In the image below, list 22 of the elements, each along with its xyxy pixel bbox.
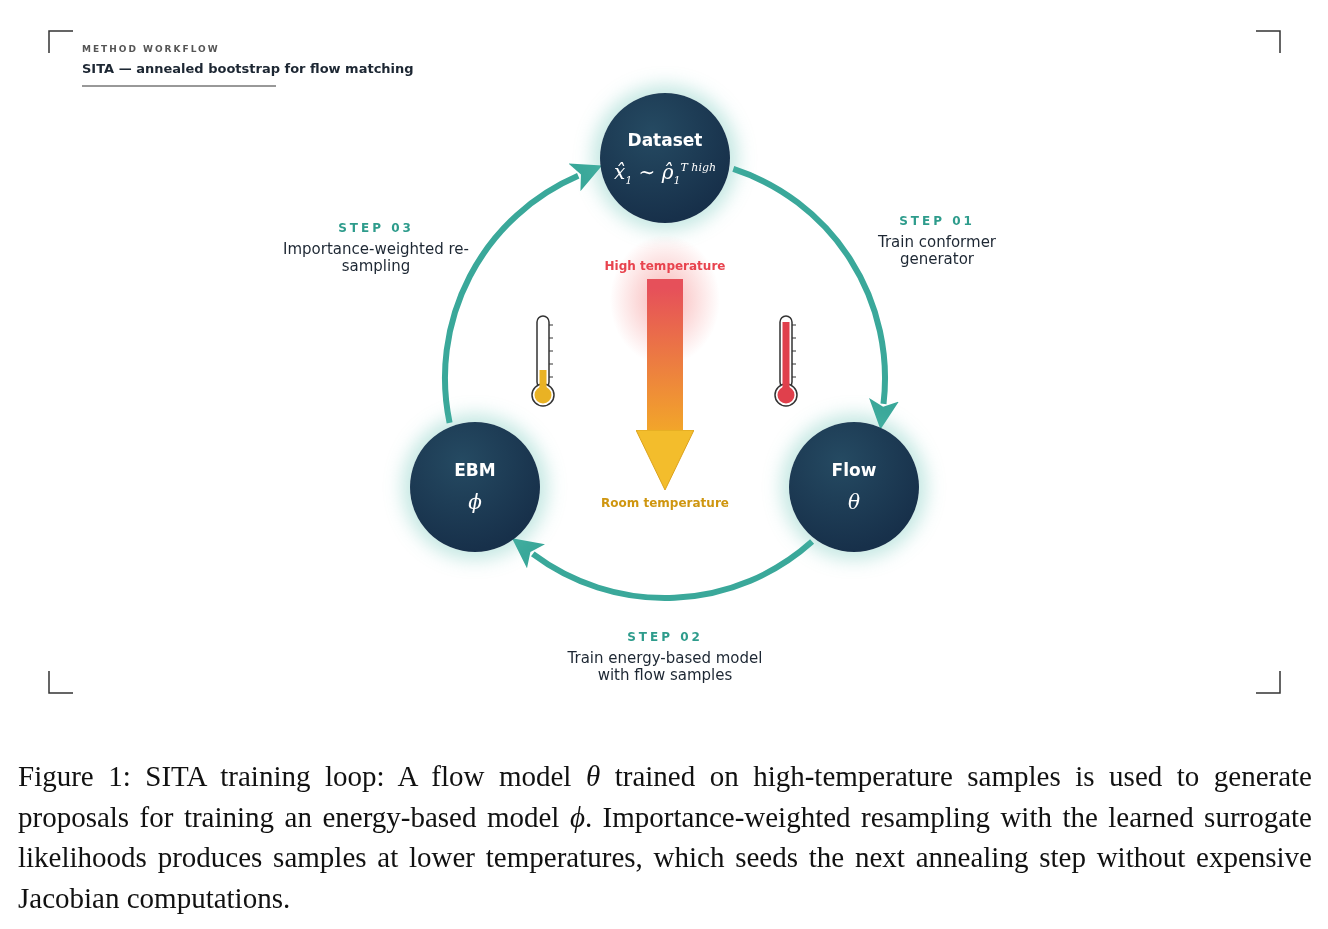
node-circle xyxy=(789,422,919,552)
node-title: Flow xyxy=(831,460,877,480)
step-label: STEP 02 xyxy=(627,630,703,644)
math-label: θ xyxy=(847,490,860,514)
edge-label: Train conformer generator xyxy=(876,234,998,268)
math-label: ϕ xyxy=(468,490,482,514)
step-label: STEP 03 xyxy=(338,221,414,235)
node-circle xyxy=(600,93,730,223)
temperature-label: Room temperature xyxy=(601,496,729,510)
cycle-arrow xyxy=(511,539,814,601)
step-label: STEP 01 xyxy=(899,214,975,228)
temperature-label: High temperature xyxy=(604,259,726,273)
edge-label: Train energy-based model with flow samples xyxy=(566,650,764,684)
cycle-arrow xyxy=(732,166,899,430)
title: SITA — annealed bootstrap for flow matching xyxy=(82,61,414,76)
node-circle xyxy=(410,422,540,552)
node-title: Dataset xyxy=(627,129,703,150)
cycle-arrow xyxy=(442,164,602,424)
kicker-text: METHOD WORKFLOW xyxy=(82,44,220,54)
node-title: EBM xyxy=(454,460,496,480)
caption: Figure 1: SITA training loop: A flow model θ trained on high-temperature samples is used to generate proposals for training an energy-based model ϕ. Importance-weighted resampling with the learned surrogate likelihoods produces samples at lower temperatures, which seeds the next annealing step without expensive Jacobian computations. xyxy=(18,759,1312,916)
edge-label: Importance-weighted re-sampling xyxy=(282,241,470,275)
